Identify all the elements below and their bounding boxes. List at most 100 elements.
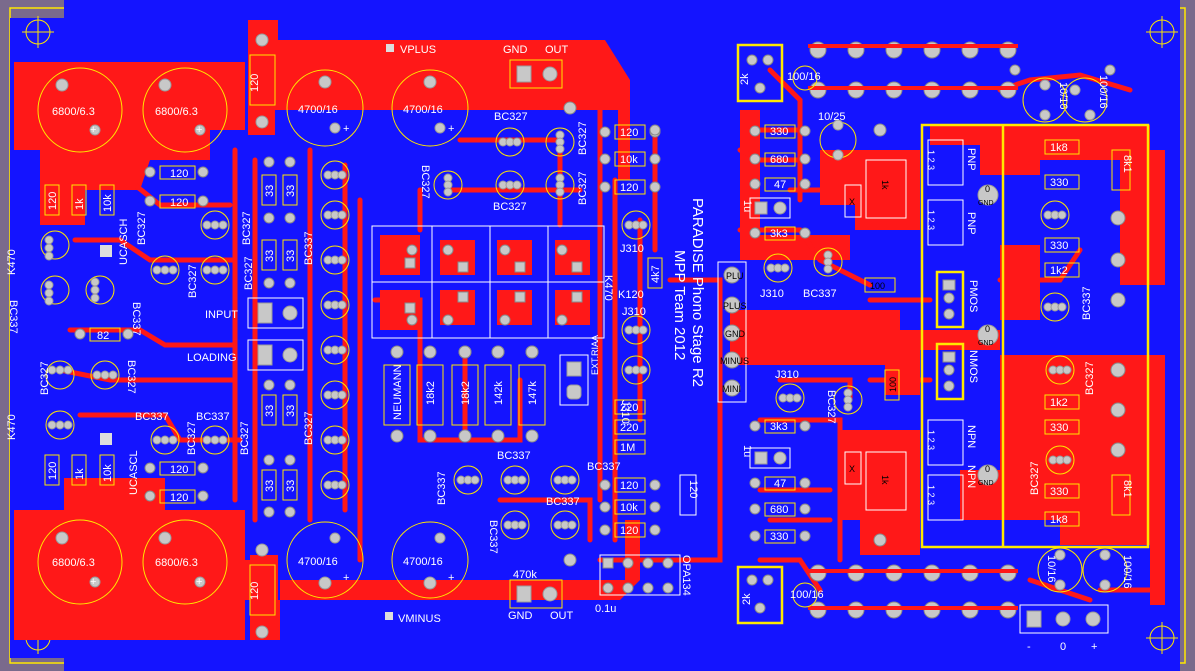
svg-text:+: + [1091,641,1097,653]
svg-text:K470: K470 [602,275,614,301]
svg-text:0: 0 [1060,641,1066,653]
svg-text:PLUS: PLUS [723,301,747,311]
cap-bl2: 6800/6.3+ [142,519,228,605]
vias [458,64,1116,567]
svg-text:33: 33 [285,250,297,262]
svg-text:2k: 2k [739,73,751,85]
input-label: INPUT [205,309,238,321]
svg-text:BC327: BC327 [186,421,198,455]
transistor-group-left [40,210,230,455]
svg-text:33: 33 [264,185,276,197]
svg-text:BC327: BC327 [136,211,148,245]
trimmer-bottom [736,565,784,625]
cap-t2: 4700/16 + [391,69,469,147]
svg-text:J310: J310 [619,400,631,424]
cap-rb1: 100/16 [790,582,824,608]
svg-text:142k: 142k [493,381,505,405]
cap-rb3: 10/16 [1037,547,1083,593]
svg-text:GND: GND [978,340,994,347]
svg-text:220: 220 [620,422,638,434]
svg-text:BC337: BC337 [1081,286,1093,320]
svg-text:120: 120 [620,182,638,194]
svg-text:1k2: 1k2 [1050,397,1068,409]
svg-text:1M: 1M [620,442,635,454]
svg-text:120: 120 [47,192,59,210]
svg-text:1k: 1k [74,198,86,210]
svg-text:82: 82 [97,330,109,342]
svg-text:330: 330 [770,531,788,543]
svg-text:6800/6.3: 6800/6.3 [52,106,95,118]
svg-text:BC327: BC327 [303,411,315,445]
cap-rt3: 10/16 [1022,77,1069,123]
svg-text:1 2 3: 1 2 3 [926,485,936,505]
svg-text:NPN: NPN [965,465,977,488]
svg-text:8k1: 8k1 [1121,155,1133,173]
svg-text:BC337: BC337 [7,300,19,334]
gnd-bottom-label: GND [508,610,533,622]
cap-t1: 4700/16+ [286,69,364,147]
svg-text:MINI: MINI [722,384,741,394]
svg-text:BC327: BC327 [577,121,589,155]
svg-text:1 2 3: 1 2 3 [926,150,936,170]
gnd-top-label: GND [503,44,528,56]
svg-text:47: 47 [774,478,786,490]
svg-text:220: 220 [620,402,638,414]
svg-text:BC337: BC337 [130,302,142,336]
svg-text:+: + [448,123,454,135]
svg-text:+: + [90,124,96,136]
svg-text:K470: K470 [6,414,18,440]
svg-text:BC327: BC327 [241,211,253,245]
svg-text:33: 33 [264,405,276,417]
svg-text:10k: 10k [102,194,114,212]
svg-text:4700/16: 4700/16 [403,104,443,116]
svg-text:33: 33 [264,250,276,262]
svg-text:100/16: 100/16 [1097,75,1109,109]
svg-text:0: 0 [985,464,990,474]
right-section: 2k 2k 330 680 47 3k3 3k3 47 680 330 100 … [736,43,1150,653]
trimmer-top [736,43,784,103]
svg-text:GND: GND [978,200,994,207]
electrolytic-capacitors: 6800/6.3+ 6800/6.3+ 6800/6.3+ 6800/6.3+ … [37,65,1133,608]
svg-text:BC327: BC327 [1084,361,1096,395]
svg-text:X: X [849,197,855,207]
svg-text:10k: 10k [620,502,638,514]
svg-text:470k: 470k [513,569,537,581]
center-section: NEUMANN 18k2 18k2 142k 147k EXT.RIAA BC3… [371,111,749,615]
svg-text:BC337: BC337 [303,231,315,265]
pad-rows [808,41,1018,619]
cap-bl1: 6800/6.3+ [37,519,123,605]
svg-text:K120: K120 [618,289,644,301]
svg-text:10/25: 10/25 [818,111,846,123]
cap-rt4: 100/16 [1062,75,1109,123]
svg-text:330: 330 [770,126,788,138]
svg-text:680: 680 [770,154,788,166]
svg-text:120: 120 [687,480,699,498]
svg-text:UCASCL: UCASCL [128,450,140,495]
cap-tl1: 6800/6.3 + [37,67,123,153]
svg-text:-: - [1027,641,1031,653]
svg-text:BC327: BC327 [239,421,251,455]
svg-text:J310: J310 [620,243,644,255]
svg-text:UCASCH: UCASCH [118,218,130,265]
svg-text:6800/6.3: 6800/6.3 [52,557,95,569]
svg-text:120: 120 [170,492,188,504]
svg-text:BC337: BC337 [803,288,837,300]
svg-text:120: 120 [170,197,188,209]
power-resistors: 120 120 [249,33,276,639]
svg-text:PNP: PNP [965,212,977,235]
svg-text:BC327: BC327 [825,390,837,424]
svg-text:+: + [343,123,349,135]
top-copper-pours [14,20,1165,640]
svg-text:330: 330 [1050,422,1068,434]
svg-text:K470: K470 [6,249,18,275]
svg-text:1k8: 1k8 [1050,514,1068,526]
svg-text:0: 0 [985,184,990,194]
svg-text:+: + [448,572,454,584]
svg-text:100/16: 100/16 [790,589,824,601]
svg-text:BC327: BC327 [577,171,589,205]
svg-text:100: 100 [888,377,898,392]
opa134-chip [599,554,681,596]
svg-text:10/16: 10/16 [1045,555,1057,583]
svg-text:18k2: 18k2 [460,381,472,405]
